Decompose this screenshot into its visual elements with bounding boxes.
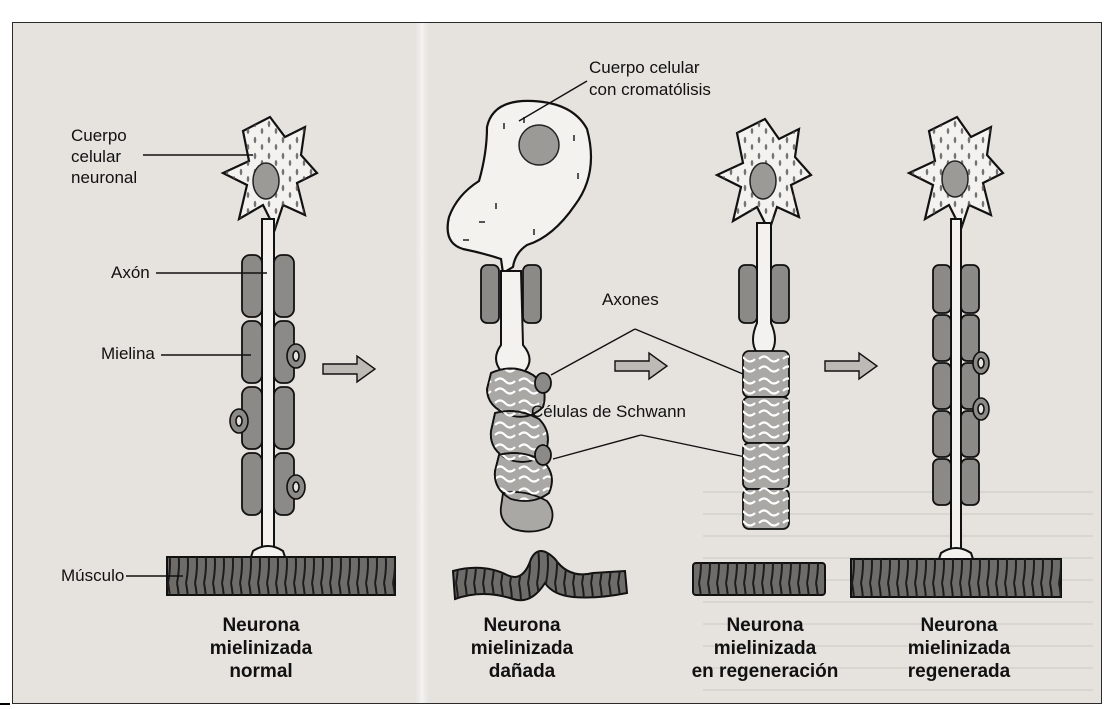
caption-3-line-1: Neurona	[726, 615, 804, 636]
nucleus-displaced	[519, 125, 559, 165]
caption-3-line-2: mielinizada	[714, 638, 817, 659]
caption-3-line-3: en regeneración	[692, 661, 839, 682]
captions: Neurona mielinizada normal Neurona mieli…	[210, 615, 1011, 682]
caption-4-line-3: regenerada	[908, 661, 1011, 682]
neuron-regenerated	[851, 117, 1061, 597]
figure-panel: Cuerpo celular neuronal Axón Mielina Mús…	[12, 22, 1102, 704]
label-mielina: Mielina	[101, 344, 155, 363]
nucleus-regenerating	[750, 163, 776, 199]
neuron-normal	[167, 117, 395, 595]
arrow-2	[615, 353, 667, 379]
caption-2-line-3: dañada	[489, 661, 556, 682]
corner-mark	[0, 703, 10, 705]
caption-4-line-1: Neurona	[920, 615, 998, 636]
arrow-3	[825, 353, 877, 379]
neuron-diagram: Cuerpo celular neuronal Axón Mielina Mús…	[13, 23, 1101, 703]
neuron-damaged	[448, 101, 627, 600]
label-celular: celular	[71, 147, 121, 166]
nucleus-normal	[253, 163, 279, 199]
degenerating-myelin	[487, 368, 553, 531]
neuron-regenerating	[693, 119, 825, 595]
caption-1-line-2: mielinizada	[210, 638, 313, 659]
caption-2-line-2: mielinizada	[471, 638, 574, 659]
label-musculo: Músculo	[61, 566, 124, 585]
label-celulas-schwann: Células de Schwann	[531, 402, 686, 421]
label-neuronal: neuronal	[71, 168, 137, 187]
caption-2-line-1: Neurona	[483, 615, 561, 636]
arrow-1	[323, 356, 375, 382]
caption-1-line-3: normal	[229, 661, 292, 682]
axon-normal	[262, 219, 274, 551]
nucleus-regenerated	[942, 161, 968, 197]
caption-4-line-2: mielinizada	[908, 638, 1011, 659]
labels-normal: Cuerpo celular neuronal Axón Mielina Mús…	[61, 126, 267, 585]
caption-1-line-1: Neurona	[222, 615, 300, 636]
schwann-tube	[743, 351, 789, 529]
label-cuerpo: Cuerpo	[71, 126, 127, 145]
motor-end-plate-normal	[251, 546, 285, 557]
label-cuerpo-cromatolisis-2: con cromatólisis	[589, 80, 711, 99]
axon-regenerated	[951, 219, 961, 553]
label-axon: Axón	[111, 263, 150, 282]
label-cuerpo-cromatolisis-1: Cuerpo celular	[589, 58, 700, 77]
cell-body-swollen	[448, 101, 591, 273]
label-axones: Axones	[602, 290, 659, 309]
